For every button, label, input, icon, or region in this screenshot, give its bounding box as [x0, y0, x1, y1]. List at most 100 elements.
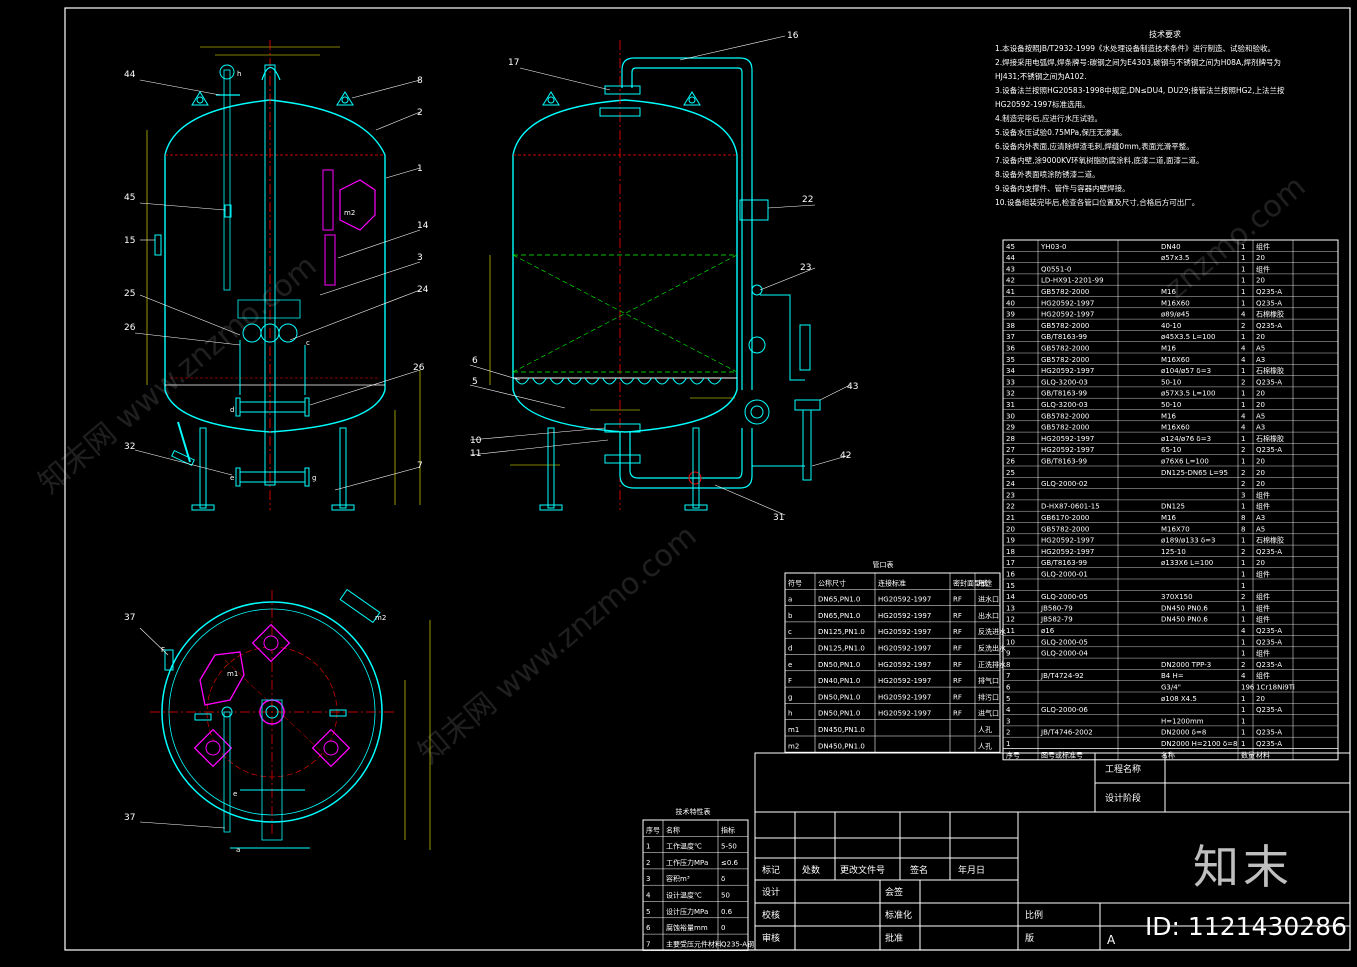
parts-cell: DN125	[1161, 503, 1185, 511]
callout-label: 15	[124, 236, 135, 246]
parts-cell: JB/T4746-2002	[1040, 729, 1093, 737]
parts-cell: 1	[1241, 717, 1245, 725]
note-line: 1.本设备按照JB/T2932-1999《水处理设备制造技术条件》进行制造、试验…	[995, 44, 1275, 53]
parts-cell: HG20592-1997	[1041, 311, 1094, 319]
parts-cell: 25	[1006, 469, 1015, 477]
table-cell: 5	[646, 908, 650, 916]
parts-cell: 石棉橡胶	[1256, 310, 1284, 319]
parts-cell: B4 H=	[1161, 672, 1184, 680]
parts-cell: Q235-A	[1256, 288, 1282, 296]
parts-cell: M16X60	[1161, 424, 1190, 432]
parts-cell: 1	[1241, 265, 1245, 273]
parts-cell: 1	[1241, 706, 1245, 714]
parts-cell: 1	[1241, 435, 1245, 443]
parts-cell: 12	[1006, 616, 1015, 624]
parts-cell: 16	[1006, 571, 1015, 579]
parts-cell: 43	[1006, 265, 1015, 273]
parts-cell: 20	[1256, 333, 1265, 341]
table-cell: 1	[646, 843, 650, 851]
title-block: 工程名称 设计阶段 标记 处数 更改文件号 签名 年月日 设计 会签 校核 标准…	[754, 752, 1351, 951]
parts-cell: 38	[1006, 322, 1015, 330]
table-cell: Q235-A钢	[721, 939, 754, 948]
parts-cell: JB580-79	[1040, 604, 1073, 612]
parts-cell: 1	[1241, 390, 1245, 398]
callout-label: 17	[508, 58, 519, 68]
tb-mark: 标记	[762, 864, 780, 876]
table-cell: 正洗排水	[978, 660, 1006, 669]
parts-cell: 33	[1006, 378, 1015, 386]
callout-label: 44	[124, 70, 136, 80]
parts-cell: DN125-DN65 L=95	[1161, 469, 1228, 477]
tb-checker: 校核	[762, 909, 780, 921]
parts-cell: 组件	[1256, 603, 1270, 612]
parts-cell: 组件	[1256, 671, 1270, 680]
parts-cell: 8	[1241, 525, 1245, 533]
parts-cell: A5	[1256, 412, 1265, 420]
table-cell: HG20592-1997	[878, 612, 931, 620]
parts-cell: 29	[1006, 424, 1015, 432]
table-cell: m2	[788, 742, 799, 750]
parts-cell: 1	[1241, 604, 1245, 612]
table-title: 管口表	[873, 560, 894, 569]
callout-label: 8	[417, 76, 423, 86]
callout-label: 16	[787, 31, 799, 41]
parts-cell: 20	[1006, 525, 1015, 533]
parts-cell: 9	[1006, 650, 1010, 658]
parts-cell: GLQ-2000-05	[1041, 593, 1088, 601]
table-cell: 3	[646, 875, 650, 883]
table-header-cell: 用途	[978, 578, 992, 587]
table-cell: 腐蚀裕量mm	[666, 923, 708, 932]
parts-cell: 1	[1241, 740, 1245, 748]
parts-cell: 1	[1241, 650, 1245, 658]
parts-header-cell: 图号或标准号	[1041, 750, 1083, 759]
parts-cell: 1	[1241, 559, 1245, 567]
table-cell: 5-50	[721, 843, 737, 851]
parts-cell: 组件	[1256, 490, 1270, 499]
parts-cell: 8	[1006, 661, 1010, 669]
parts-cell: ø104/ø57 δ=3	[1161, 367, 1211, 375]
parts-cell: GB5782-2000	[1041, 525, 1089, 533]
parts-cell: 31	[1006, 401, 1015, 409]
vessel-shell-side	[512, 99, 738, 433]
callout-label: 37	[124, 613, 135, 623]
table-cell: 7	[646, 940, 650, 948]
parts-cell: 1	[1241, 503, 1245, 511]
table-cell: 工作温度℃	[666, 842, 702, 851]
parts-cell: 20	[1256, 254, 1265, 262]
callout-label: 31	[773, 513, 784, 523]
tb-scale: 比例	[1025, 909, 1043, 921]
table-cell: DN50,PN1.0	[818, 710, 860, 718]
table-cell: 排污口	[978, 692, 999, 701]
table-header-cell: 密封面型式	[953, 578, 988, 587]
table-cell: HG20592-1997	[878, 596, 931, 604]
callout-label: 45	[124, 193, 135, 203]
table-cell: g	[788, 693, 792, 701]
svg-text:F: F	[161, 646, 165, 654]
callout-label: 43	[847, 382, 858, 392]
parts-cell: 2	[1241, 593, 1245, 601]
parts-cell: Q235-A	[1256, 446, 1282, 454]
filter-nozzle-cap	[549, 377, 565, 385]
parts-cell: Q235-A	[1256, 638, 1282, 646]
parts-cell: 2	[1241, 378, 1245, 386]
callout-label: 3	[417, 253, 423, 263]
note-line: 7.设备内壁,涂9000KV环氧树脂防腐涂料,底漆二道,面漆二道。	[995, 156, 1204, 165]
parts-cell: GB/T8163-99	[1041, 390, 1087, 398]
table-header-cell: 公称尺寸	[818, 578, 846, 587]
parts-cell: 11	[1006, 627, 1015, 635]
svg-text:e: e	[230, 474, 234, 482]
parts-cell: 36	[1006, 345, 1015, 353]
table-cell: h	[788, 710, 792, 718]
filter-nozzle-cap	[707, 377, 722, 385]
parts-cell: ø76X6 L=100	[1161, 458, 1209, 466]
parts-cell: 1	[1241, 695, 1245, 703]
callout-label: 6	[472, 356, 478, 366]
svg-text:m1: m1	[227, 670, 238, 678]
callout-label: 23	[800, 263, 811, 273]
parts-cell: 石棉橡胶	[1256, 434, 1284, 443]
table-cell: 主要受压元件材料	[666, 939, 722, 948]
parts-cell: 20	[1256, 390, 1265, 398]
